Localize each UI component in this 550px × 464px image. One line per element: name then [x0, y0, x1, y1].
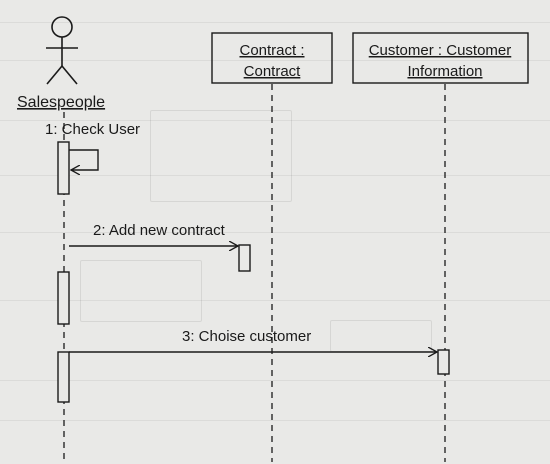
contract-activation [238, 244, 251, 272]
contract-object-class: Contract [244, 63, 302, 80]
customer-activation [437, 349, 450, 375]
customer-object-class: Information [407, 63, 482, 80]
background-texture [0, 60, 550, 61]
background-texture [0, 175, 550, 176]
customer-object-box [352, 32, 529, 84]
background-texture [0, 420, 550, 421]
actor-head [51, 16, 73, 38]
actor-figure [46, 16, 78, 85]
background-texture [0, 380, 550, 381]
background-texture [80, 260, 202, 322]
background-texture [0, 120, 550, 121]
message-1-arrow [69, 149, 99, 170]
actor-right-leg [61, 65, 78, 85]
background-texture [0, 22, 550, 23]
message-3-label: 3: Choise customer [182, 328, 311, 345]
background-texture [0, 232, 550, 233]
actor-activation-1 [57, 141, 70, 195]
customer-object-name: Customer : Customer [369, 42, 512, 59]
actor-activation-2 [57, 271, 70, 325]
message-2-label: 2: Add new contract [93, 222, 226, 239]
actor-label: Salespeople [17, 94, 105, 111]
background-texture [0, 300, 550, 301]
contract-object-name: Contract : [239, 42, 304, 59]
message-1-label: 1: Check User [45, 121, 140, 138]
contract-object-box [211, 32, 333, 84]
background-texture [150, 110, 292, 202]
actor-left-leg [46, 65, 63, 85]
actor-activation-3 [57, 351, 70, 403]
